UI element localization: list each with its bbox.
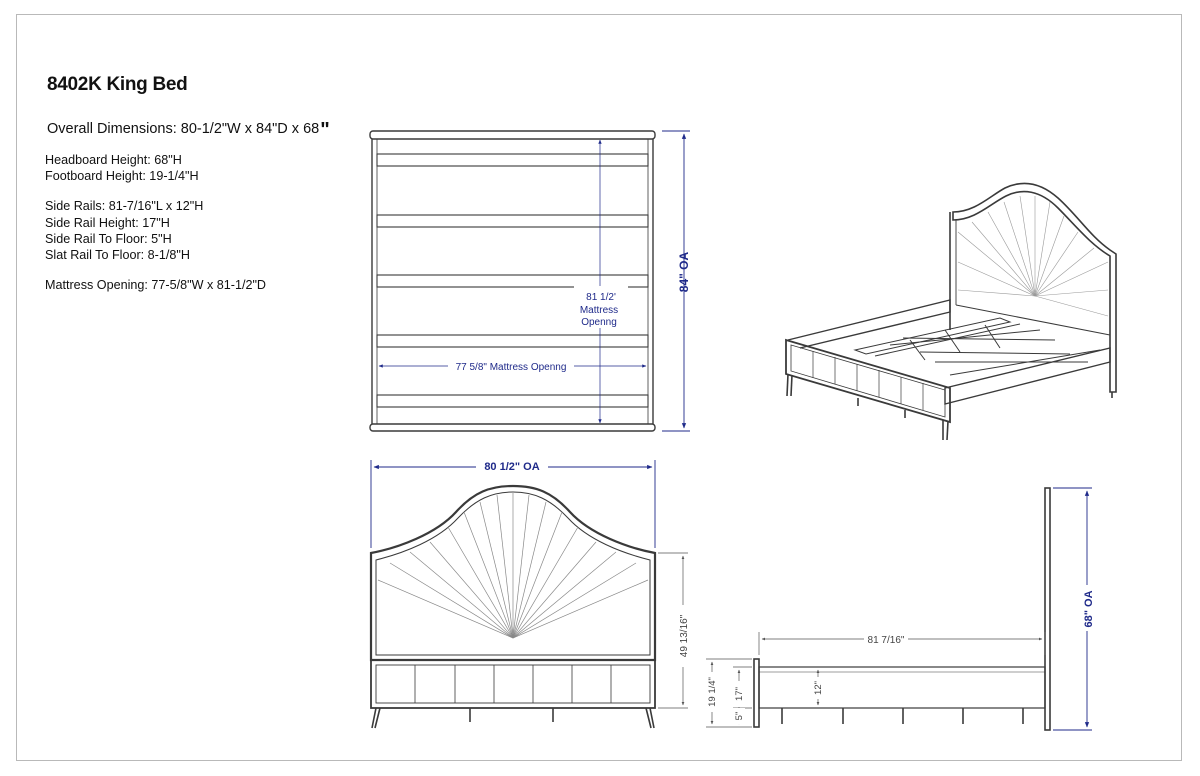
perspective-view <box>785 182 1117 441</box>
side-view-dimensions <box>706 487 1092 731</box>
side-view <box>753 487 1051 731</box>
overall-quote-mark: " <box>320 119 330 141</box>
spec-side-rail-height: Side Rail Height: 17"H <box>45 215 170 230</box>
dim-rail-depth: 12" <box>813 681 824 695</box>
dim-side-length: 81 7/16" <box>868 635 905 646</box>
spec-mattress-opening: Mattress Opening: 77-5/8"W x 81-1/2"D <box>45 278 267 293</box>
dim-floor-height: 5" <box>734 712 745 721</box>
dim-top-depth-oa: 84" OA <box>677 251 691 292</box>
dim-footboard-height: 19 1/4" <box>707 677 718 707</box>
perspective-sunburst <box>957 195 1109 317</box>
perspective-legs <box>786 373 1113 441</box>
spec-headboard-height: Headboard Height: 68"H <box>45 153 182 167</box>
dim-mattress-depth-line2: Mattress <box>580 305 618 316</box>
front-legs <box>371 707 655 729</box>
dim-mattress-depth-line3: Openng <box>581 317 617 328</box>
spec-slat-rail-to-floor: Slat Rail To Floor: 8-1/8"H <box>45 248 190 263</box>
dim-front-height: 49 13/16" <box>679 614 690 657</box>
spec-list: Headboard Height: 68"H Footboard Height:… <box>45 152 266 293</box>
spec-side-rail-to-floor: Side Rail To Floor: 5"H <box>45 231 172 246</box>
side-legs <box>781 708 1024 724</box>
dim-side-height-oa: 68" OA <box>1083 590 1095 627</box>
slats <box>376 153 649 408</box>
spec-side-rails: Side Rails: 81-7/16"L x 12"H <box>45 199 204 214</box>
top-view-dimensions <box>378 130 690 432</box>
perspective-slats <box>853 317 1101 376</box>
overall-dimensions: Overall Dimensions: 80-1/2"W x 84"D x 68… <box>47 116 330 141</box>
dim-mattress-width: 77 5/8" Mattress Openng <box>456 362 567 373</box>
dim-mattress-depth-line1: 81 1/2' <box>586 292 616 303</box>
overall-dimensions-text: Overall Dimensions: 80-1/2"W x 84"D x 68 <box>47 121 320 137</box>
dim-rail-height: 17" <box>734 687 745 701</box>
spec-footboard-height: Footboard Height: 19-1/4"H <box>45 169 199 184</box>
front-view <box>369 484 657 729</box>
top-view <box>369 130 656 432</box>
sunburst-rays <box>377 493 649 639</box>
dim-front-width-oa: 80 1/2" OA <box>484 461 539 473</box>
drawing-title: 8402K King Bed <box>47 74 188 95</box>
drawing-frame <box>16 14 1182 761</box>
